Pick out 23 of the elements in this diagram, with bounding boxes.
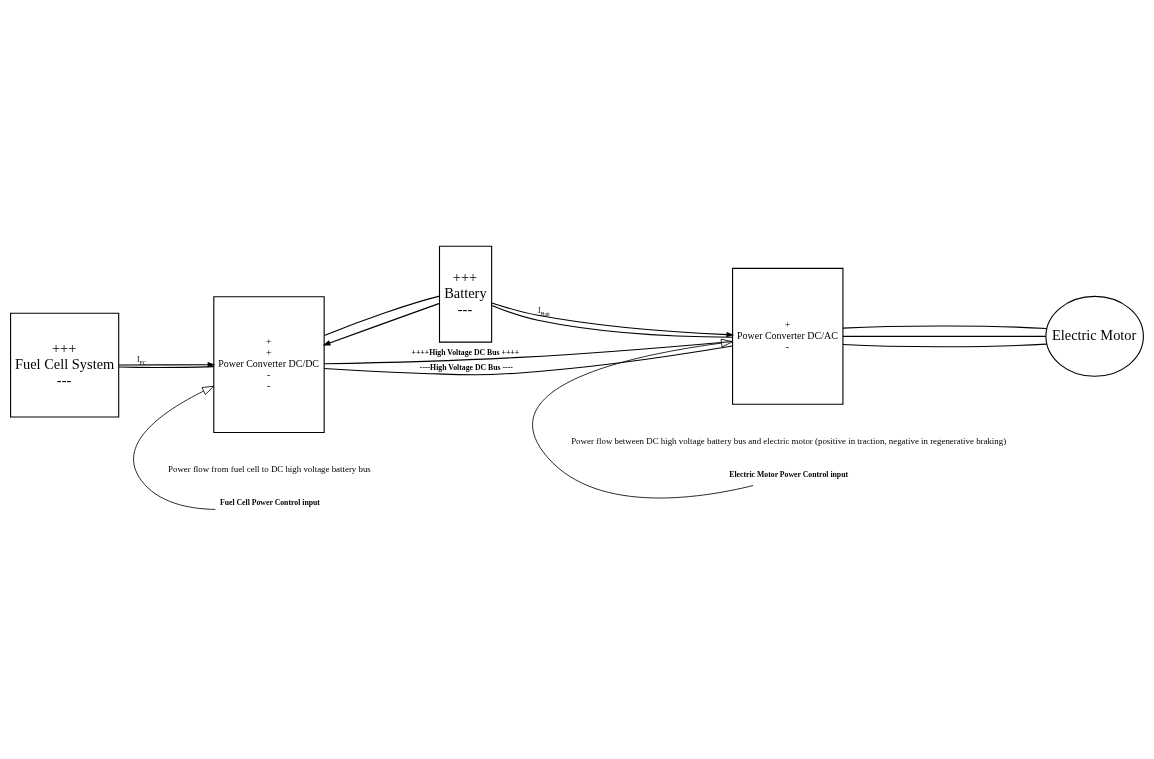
node-text: Electric Motor Power Control input [729, 469, 849, 479]
connector [323, 340, 733, 364]
edge-label: ++++High Voltage DC Bus ++++ [411, 347, 520, 357]
node-ellipse: Electric Motor [1045, 295, 1144, 377]
edge-label: ----High Voltage DC Bus ---- [419, 362, 513, 372]
node-box: +++ Battery --- [438, 245, 493, 343]
label: Power flow between DC high voltage battery bus and electric motor (positive in traction, negative in regenerative braking) [571, 435, 1007, 446]
node-box: +++ Fuel Cell System --- [10, 312, 120, 418]
connector [842, 335, 1047, 337]
edge-label: I$_{FC}$ [137, 354, 147, 366]
node-box: + Power Converter DC/AC - [732, 267, 844, 405]
connector [323, 295, 441, 336]
connector [842, 343, 1048, 347]
arrow [532, 338, 754, 498]
connector [842, 324, 1048, 329]
node-text: Fuel Cell Power Control input [219, 497, 320, 507]
arrow [118, 361, 216, 367]
label: Power flow from fuel cell to DC high voltage battery bus [168, 463, 371, 474]
arrow [322, 302, 441, 345]
connector [118, 365, 215, 368]
node-box: + + Power Converter DC/DC - - [213, 295, 325, 433]
connector [323, 345, 733, 375]
arrow [133, 385, 216, 510]
